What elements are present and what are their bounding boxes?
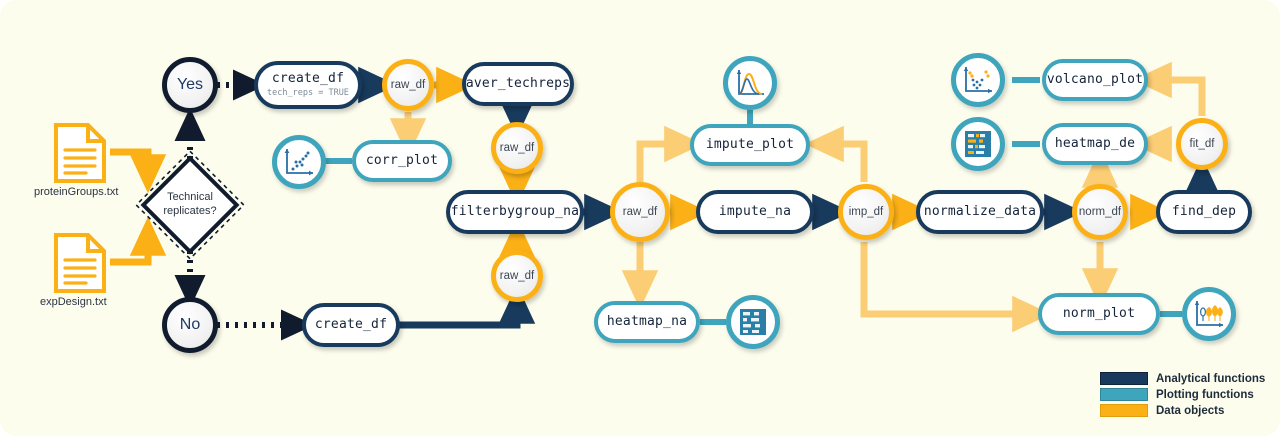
density-plot-icon bbox=[723, 56, 777, 110]
node-label: corr_plot bbox=[365, 153, 439, 169]
node-volcano-plot[interactable]: volcano_plot bbox=[1042, 59, 1148, 101]
node-corr-plot[interactable]: corr_plot bbox=[352, 140, 452, 182]
legend-swatch-plotting bbox=[1100, 388, 1148, 401]
node-create-df-tech-reps[interactable]: create_df tech_reps = TRUE bbox=[254, 61, 362, 109]
decision-line2: replicates? bbox=[163, 205, 217, 217]
data-object-label: raw_df bbox=[499, 270, 535, 282]
decision-no-label: No bbox=[179, 316, 201, 333]
node-label: create_df bbox=[314, 317, 388, 333]
data-object-imp-df[interactable]: imp_df bbox=[838, 184, 894, 240]
edge-proteingroups-to-decision bbox=[110, 148, 167, 194]
legend-swatch-analytical bbox=[1100, 372, 1148, 385]
data-object-label: fit_df bbox=[1189, 138, 1215, 150]
legend: Analytical functions Plotting functions … bbox=[1100, 372, 1265, 420]
file-label-expdesign: expDesign.txt bbox=[40, 296, 107, 308]
node-label: find_dep bbox=[1171, 204, 1237, 220]
decision-yes-label: Yes bbox=[176, 76, 204, 93]
legend-label: Plotting functions bbox=[1156, 388, 1254, 401]
node-label: heatmap_de bbox=[1054, 136, 1136, 152]
node-impute-na[interactable]: impute_na bbox=[696, 190, 814, 234]
node-label: volcano_plot bbox=[1046, 72, 1144, 88]
node-create-df[interactable]: create_df bbox=[302, 303, 400, 347]
node-label: create_df bbox=[271, 71, 345, 87]
data-object-label: raw_df bbox=[390, 79, 426, 91]
file-label-proteingroups: proteinGroups.txt bbox=[34, 186, 119, 198]
legend-item-data: Data objects bbox=[1100, 404, 1265, 417]
data-object-label: imp_df bbox=[848, 206, 884, 218]
node-normalize-data[interactable]: normalize_data bbox=[916, 190, 1044, 234]
heatmap-icon bbox=[951, 117, 1005, 171]
diamond-shape bbox=[135, 150, 245, 260]
file-icon bbox=[54, 123, 106, 183]
edge-rawdf4-to-imputeplot bbox=[636, 125, 704, 182]
edge-expdesign-to-decision bbox=[110, 216, 167, 266]
file-icon bbox=[54, 233, 106, 293]
node-heatmap-na[interactable]: heatmap_na bbox=[594, 301, 700, 343]
data-object-label: raw_df bbox=[622, 206, 658, 218]
node-label: aver_techreps bbox=[465, 76, 571, 92]
node-aver-techreps[interactable]: aver_techreps bbox=[462, 62, 574, 106]
data-object-fit-df[interactable]: fit_df bbox=[1176, 118, 1228, 170]
legend-swatch-data bbox=[1100, 404, 1148, 417]
data-object-raw-df-2[interactable]: raw_df bbox=[491, 122, 543, 174]
heatmap-icon bbox=[726, 295, 780, 349]
node-filterbygroup-na[interactable]: filterbygroup_na bbox=[446, 190, 584, 234]
legend-label: Analytical functions bbox=[1156, 372, 1266, 385]
legend-label: Data objects bbox=[1156, 404, 1225, 417]
node-norm-plot[interactable]: norm_plot bbox=[1038, 293, 1160, 335]
edge-createdf-to-rawdf3 bbox=[399, 284, 536, 329]
node-label: norm_plot bbox=[1062, 306, 1136, 322]
data-object-raw-df-4[interactable]: raw_df bbox=[610, 182, 670, 242]
node-label: heatmap_na bbox=[606, 314, 688, 330]
edge-fitdf-to-volcanoplot bbox=[1132, 61, 1206, 116]
data-object-label: norm_df bbox=[1078, 206, 1122, 218]
node-find-dep[interactable]: find_dep bbox=[1156, 190, 1252, 234]
node-impute-plot[interactable]: impute_plot bbox=[690, 124, 810, 166]
decision-line1: Technical bbox=[167, 191, 213, 204]
node-label: normalize_data bbox=[923, 204, 1037, 220]
node-label: impute_plot bbox=[705, 137, 795, 153]
legend-item-analytical: Analytical functions bbox=[1100, 372, 1265, 385]
decision-yes-node[interactable]: Yes bbox=[162, 57, 218, 113]
node-sublabel: tech_reps = TRUE bbox=[267, 87, 349, 98]
node-label: filterbygroup_na bbox=[450, 204, 580, 220]
volcano-plot-icon bbox=[951, 53, 1005, 107]
edge-impdf-to-imputeplot bbox=[804, 125, 868, 182]
decision-no-node[interactable]: No bbox=[162, 297, 218, 353]
data-object-raw-df-1[interactable]: raw_df bbox=[382, 59, 434, 111]
node-label: impute_na bbox=[718, 204, 792, 220]
data-object-label: raw_df bbox=[499, 142, 535, 154]
scatter-plot-icon bbox=[272, 135, 326, 189]
edge-impdf-to-normplot bbox=[860, 242, 1052, 333]
decision-text: Technical replicates? bbox=[132, 147, 248, 263]
decision-diamond[interactable]: Technical replicates? bbox=[132, 147, 248, 263]
legend-item-plotting: Plotting functions bbox=[1100, 388, 1265, 401]
boxplot-icon bbox=[1182, 287, 1236, 341]
data-object-raw-df-3[interactable]: raw_df bbox=[491, 250, 543, 302]
node-heatmap-de[interactable]: heatmap_de bbox=[1042, 123, 1148, 165]
data-object-norm-df[interactable]: norm_df bbox=[1072, 184, 1128, 240]
